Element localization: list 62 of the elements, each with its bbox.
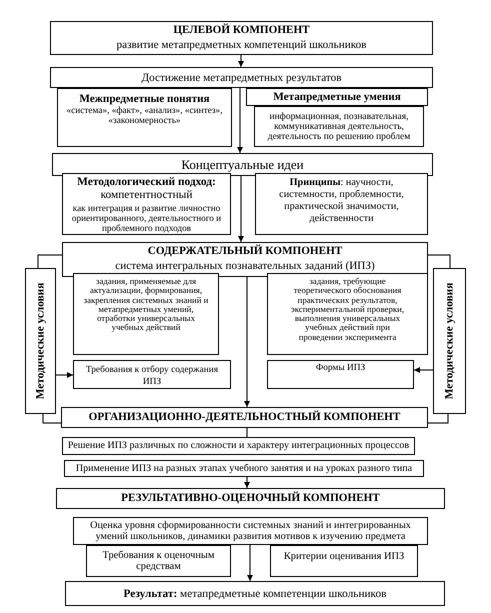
heading-text: Межпредметные понятия xyxy=(79,93,210,106)
process-box xyxy=(57,88,232,147)
box-text: Концептуальные идеи xyxy=(181,157,304,172)
component-box xyxy=(50,21,433,55)
arrow xyxy=(247,544,253,582)
heading-text: ЦЕЛЕВОЙ КОМПОНЕНТ xyxy=(173,24,310,37)
heading-text: ОРГАНИЗАЦИОННО-ДЕЯТЕЛЬНОСТНЫЙ КОМПОНЕНТ xyxy=(88,411,400,424)
box-text: задания, требующие теоретического обоснования практических результатов, экспериментальной проверки, выполнения универсальных учебных действий при проведении эксперимента xyxy=(290,277,406,342)
connector-line xyxy=(428,254,450,268)
box-text: Требования к оценочным средствам xyxy=(102,551,216,572)
process-box xyxy=(64,460,424,477)
arrow xyxy=(244,476,250,488)
heading-text: Метапредметные умения xyxy=(273,91,401,104)
process-box xyxy=(62,437,415,455)
box-text: Достижение метапредметных результатов xyxy=(142,70,342,84)
arrow xyxy=(414,367,434,373)
result-box xyxy=(65,581,445,606)
vertical-label: Методические условия xyxy=(443,282,456,400)
box-text: система интегральных познавательных заданий (ИПЗ) xyxy=(115,259,375,273)
connector-line xyxy=(246,428,248,438)
connector-line xyxy=(428,414,448,424)
arrow xyxy=(244,276,250,408)
box-text: информационная, познавательная, коммуникативная деятельность, деятельность по решению проблем xyxy=(266,112,412,142)
box-text: Критерии оценивания ИПЗ xyxy=(284,552,404,562)
arrow xyxy=(237,88,243,154)
box-text: Требования к отбору содержания ИПЗ xyxy=(84,364,220,388)
process-box xyxy=(62,173,231,235)
process-box xyxy=(270,545,418,577)
box-text: Оценка уровня сформированности системных знаний и интегрированных умений школьников, динамики развития мотивов к изучению предмета xyxy=(89,520,412,542)
component-box xyxy=(62,242,428,277)
process-box xyxy=(267,273,428,355)
component-box xyxy=(61,407,428,428)
heading-text: СОДЕРЖАТЕЛЬНЫЙ КОМПОНЕНТ xyxy=(148,245,342,258)
box-text: развитие метапредметных компетенций школьников xyxy=(116,38,366,52)
process-box xyxy=(267,360,414,389)
side-box xyxy=(25,268,56,414)
box-text: Принципы: научности, системности, проблемности, практической значимости, действенности xyxy=(278,177,405,225)
box-text: задания, применяемые для актуализации, формирования, закрепления системных знаний и метапредметных умений, отработки универсальных учебных действий xyxy=(82,277,210,333)
box-text: Решение ИПЗ различных по сложности и характеру интеграционных процессов xyxy=(68,440,410,452)
header-band xyxy=(50,67,433,88)
box-text: как интеграция и развитие личностно ориентированного, деятельностного и проблемного подходов xyxy=(70,203,222,233)
arrow xyxy=(238,176,244,242)
process-box xyxy=(246,88,428,106)
box-text: Результат: метапредметные компетенции школьников xyxy=(124,586,386,600)
process-box xyxy=(73,360,231,389)
process-box xyxy=(86,545,231,577)
heading-text: РЕЗУЛЬТАТИВНО-ОЦЕНОЧНЫЙ КОМПОНЕНТ xyxy=(121,492,380,505)
box-text: Применение ИПЗ на разных этапах учебного занятия и на уроках разного типа xyxy=(76,462,412,474)
arrow xyxy=(238,54,244,68)
box-text: «система», «факт», «анализ», «синтез», «закономерность» xyxy=(65,106,224,126)
process-box xyxy=(254,106,424,147)
box-text: Формы ИПЗ xyxy=(316,362,366,374)
vertical-label: Методические условия xyxy=(34,282,47,400)
connector-line xyxy=(38,254,62,268)
process-box xyxy=(255,173,428,235)
process-box xyxy=(73,273,219,355)
component-box xyxy=(56,488,445,509)
connector-line xyxy=(42,414,62,424)
box-text: Методологический подход: компетентностный xyxy=(76,176,217,202)
process-box xyxy=(73,517,428,545)
side-box xyxy=(433,268,466,414)
arrow xyxy=(56,372,74,378)
